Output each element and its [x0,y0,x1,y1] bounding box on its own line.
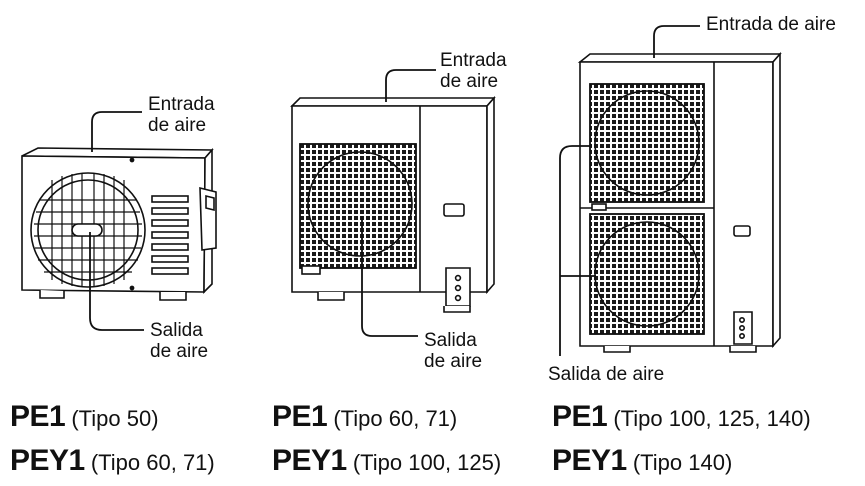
medium-outdoor-unit [290,95,496,313]
lower-fan-grille [589,213,705,335]
unit1-inlet-label: Entrada de aire [148,94,215,136]
unit1-inlet-line1: Entrada [148,94,215,115]
unit3-outlet-label: Salida de aire [548,364,665,385]
model-name: PE1 [10,400,66,433]
model-name: PEY1 [10,444,85,477]
unit2-outlet-label: Salida de aire [424,330,482,372]
caption-pe1-type-100-125-140: PE1 (Tipo 100, 125, 140) [552,402,811,437]
unit2-inlet-leader [385,69,436,102]
model-name: PEY1 [272,444,347,477]
model-type: (Tipo 60, 71) [327,406,458,431]
model-type: (Tipo 50) [65,406,159,431]
caption-pey1-type-100-125: PEY1 (Tipo 100, 125) [272,446,501,481]
unit2-outlet-line1: Salida [424,330,477,351]
unit2-outlet-line2: de aire [424,351,483,372]
model-name: PE1 [272,400,328,433]
caption-pe1-type-60-71: PE1 (Tipo 60, 71) [272,402,457,437]
model-type: (Tipo 60, 71) [84,450,215,475]
unit3-inlet-label: Entrada de aire [706,14,836,35]
model-type: (Tipo 140) [626,450,733,475]
unit2-inlet-line2: de aire [440,71,499,92]
model-name: PEY1 [552,444,627,477]
model-type: (Tipo 100, 125, 140) [607,406,811,431]
unit2-inlet-label: Entrada de aire [440,50,507,92]
unit1-outlet-line1: Salida [150,320,203,341]
caption-pey1-type-140: PEY1 (Tipo 140) [552,446,732,481]
unit1-outlet-label: Salida de aire [150,320,208,362]
unit3-outlet-leader-upper [559,145,592,356]
upper-fan-grille [589,83,705,203]
fan-grille [30,172,146,288]
unit2-inlet-line1: Entrada [440,50,507,71]
unit2-outlet-leader [361,216,418,337]
unit1-outlet-line2: de aire [150,341,209,362]
unit3-inlet-leader [653,25,700,58]
side-louvers [151,195,189,275]
unit1-inlet-leader [91,111,142,152]
unit1-outlet-leader [89,232,144,331]
caption-pe1-type-50: PE1 (Tipo 50) [10,402,159,437]
unit1-inlet-line2: de aire [148,115,207,136]
model-type: (Tipo 100, 125) [346,450,502,475]
caption-pey1-type-60-71: PEY1 (Tipo 60, 71) [10,446,215,481]
large-outdoor-unit [577,51,782,353]
model-name: PE1 [552,400,608,433]
fan-grille [299,143,417,269]
small-outdoor-unit [21,147,217,301]
